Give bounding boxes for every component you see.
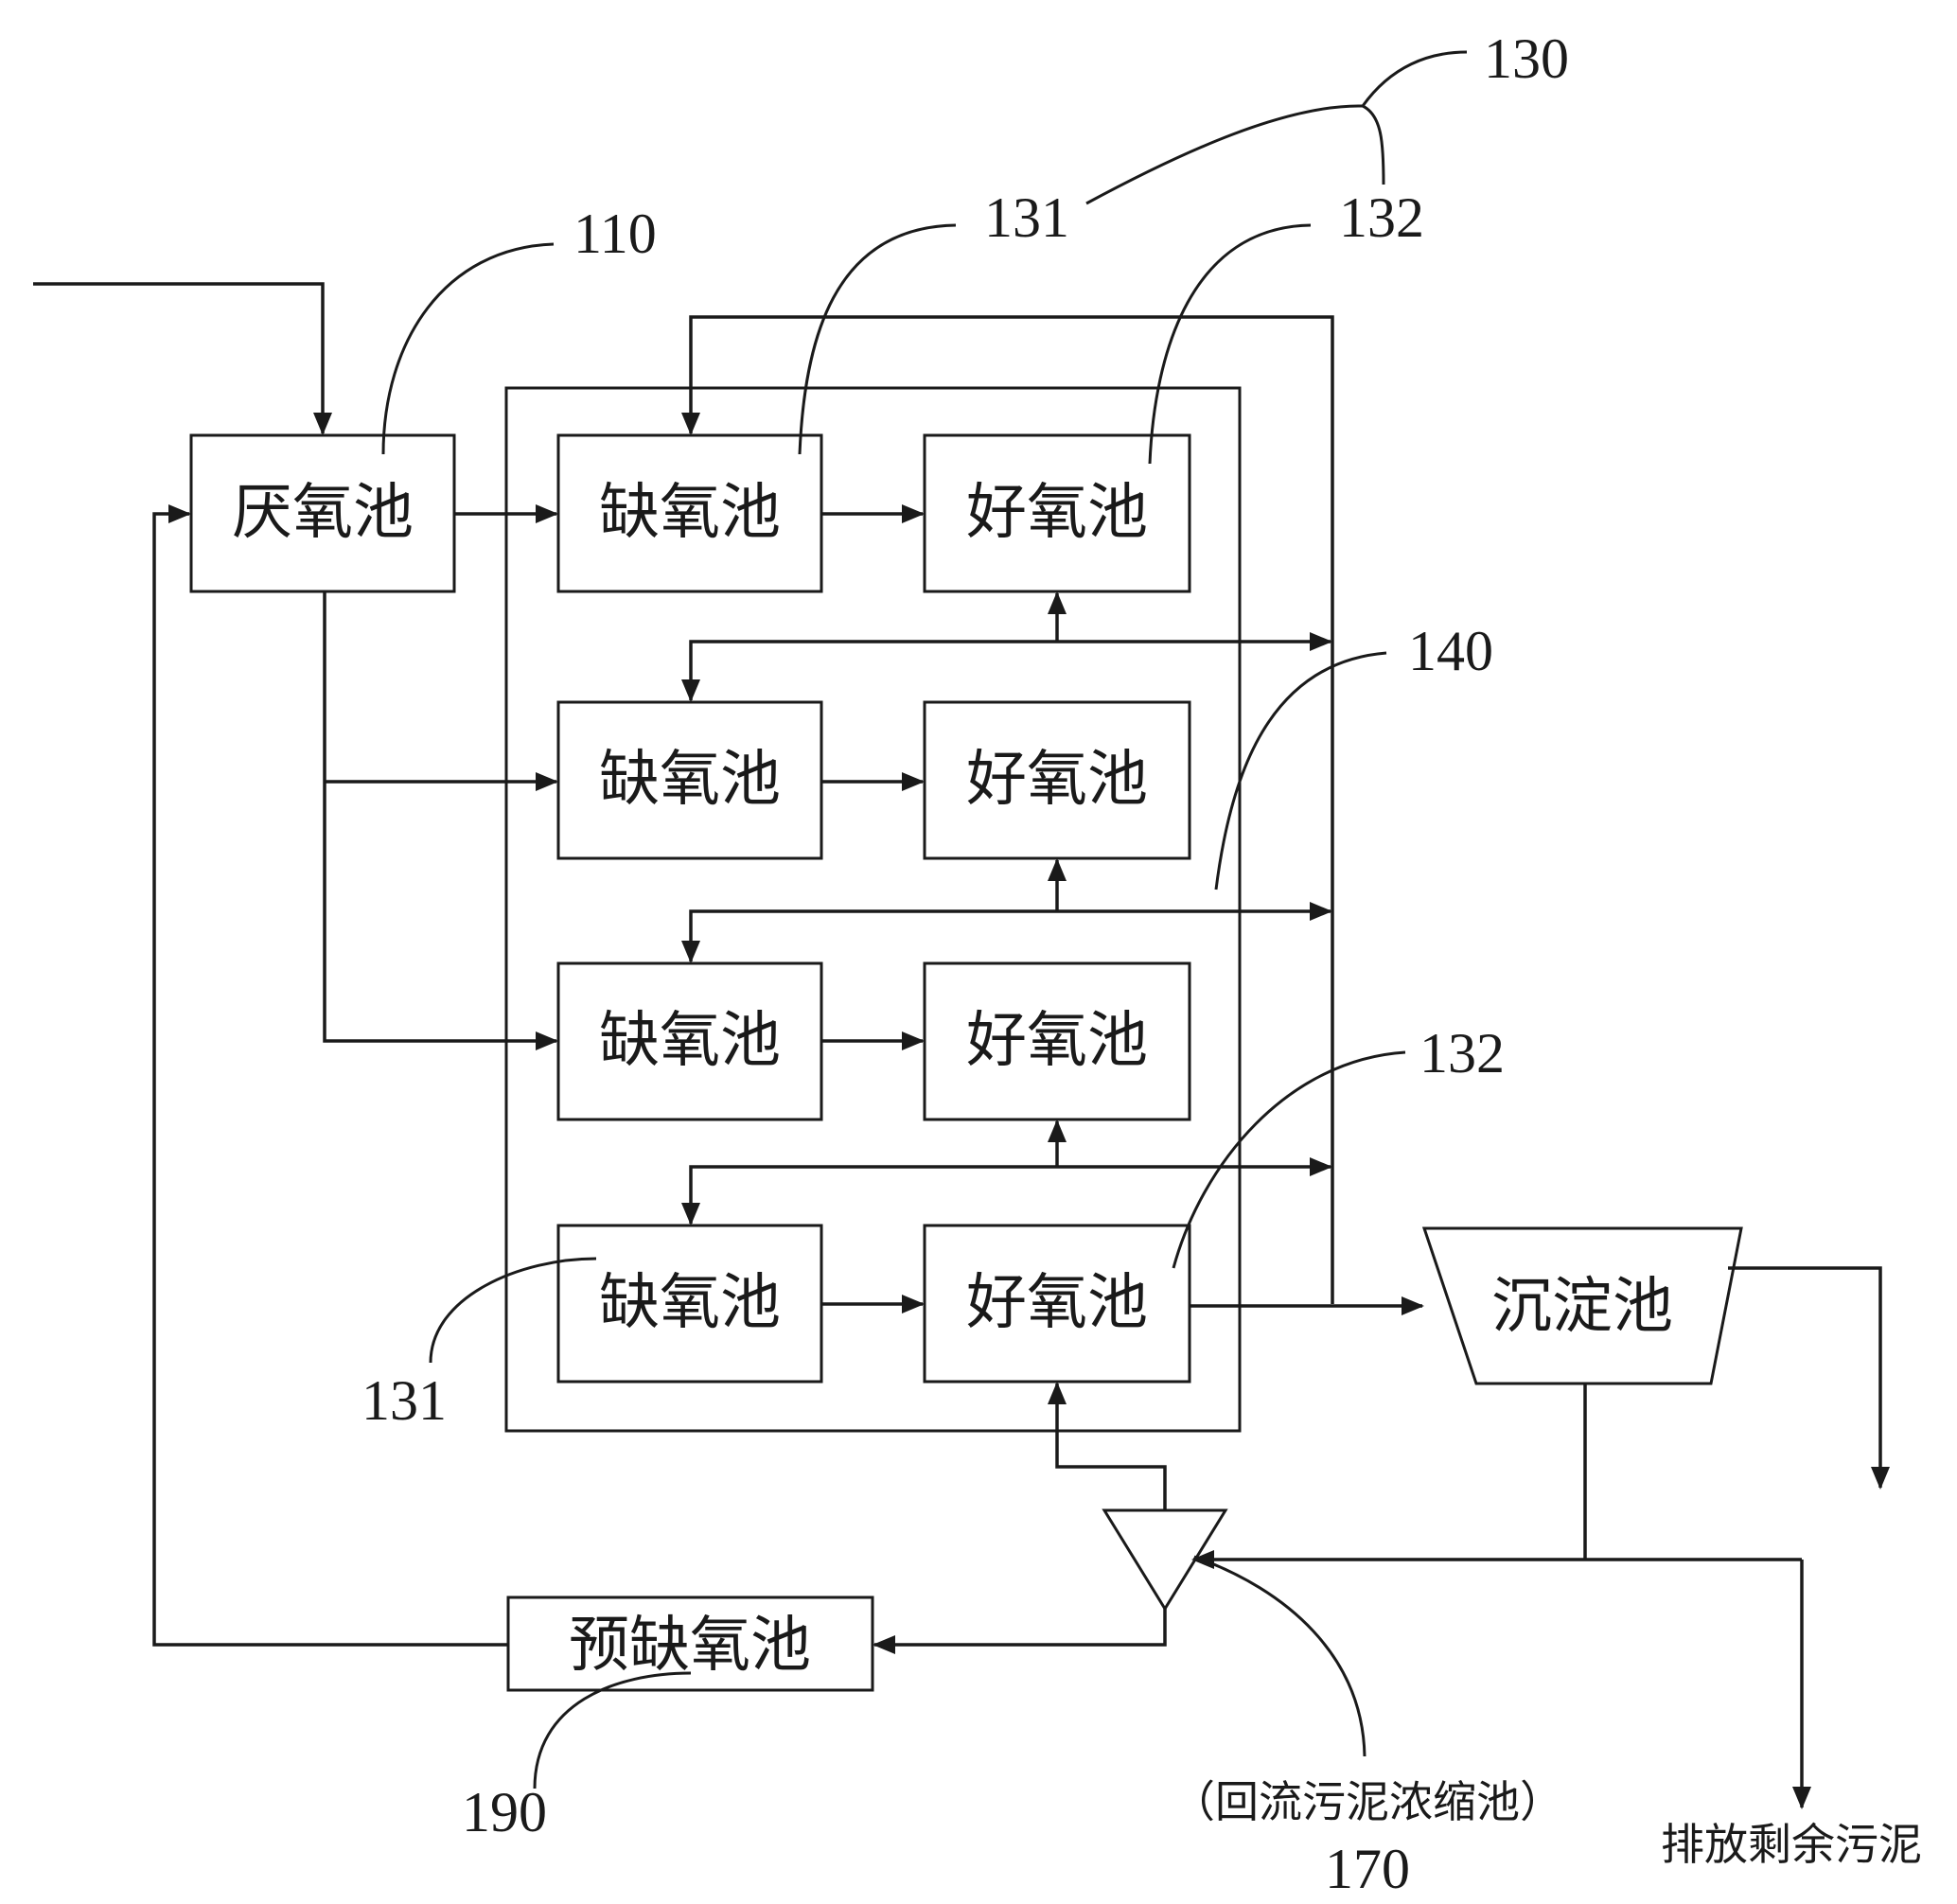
leader-131-top	[798, 223, 957, 455]
anaerobic-tank-label: 厌氧池	[232, 478, 414, 548]
leader-110	[381, 242, 555, 455]
anoxic-tank-label: 缺氧池	[599, 745, 781, 815]
ref-190: 190	[462, 1781, 547, 1843]
settling-outflow	[1728, 1266, 1890, 1490]
ref-170: 170	[1325, 1838, 1410, 1900]
pre-anoxic-return	[152, 504, 508, 1647]
leader-130	[1085, 50, 1468, 205]
anoxic-tank-4: 缺氧池	[556, 1224, 823, 1384]
anoxic-tank-label: 缺氧池	[599, 1268, 781, 1338]
anoxic-tank-2: 缺氧池	[556, 700, 823, 860]
leader-170	[1193, 1555, 1366, 1757]
leader-140	[1214, 651, 1387, 890]
leader-132-top	[1148, 223, 1312, 465]
ref-140: 140	[1408, 620, 1493, 682]
leader-131-bottom	[429, 1257, 597, 1364]
thickener-note: （回流污泥浓缩池）	[1172, 1776, 1563, 1827]
aerobic-tank-label: 好氧池	[966, 1006, 1148, 1076]
aerobic-tank-2: 好氧池	[923, 700, 1191, 860]
waste-sludge-note: 排放剩余污泥	[1661, 1819, 1922, 1870]
anoxic-tank-label: 缺氧池	[599, 478, 781, 548]
ref-131-bottom: 131	[361, 1369, 447, 1432]
ref-131-top: 131	[984, 186, 1069, 249]
pre-anoxic-tank: 预缺氧池	[506, 1595, 874, 1692]
anoxic-tank-label: 缺氧池	[599, 1006, 781, 1076]
distribution-row-3	[681, 1157, 1332, 1225]
ref-110: 110	[573, 203, 657, 265]
thickener-to-aerobic-4	[1048, 1382, 1167, 1510]
thickener-to-pre-anoxic	[873, 1609, 1167, 1654]
leader-190	[533, 1671, 692, 1789]
distribution-row-1	[681, 632, 1332, 702]
aerobic-tank-label: 好氧池	[966, 745, 1148, 815]
anoxic-tank-1: 缺氧池	[556, 433, 823, 593]
recycle-collector	[681, 315, 1334, 1304]
leader-132-bottom	[1172, 1050, 1406, 1269]
anoxic-tank-3: 缺氧池	[556, 961, 823, 1121]
ref-132-top: 132	[1339, 186, 1424, 249]
ref-130: 130	[1484, 27, 1569, 90]
aerobic-tank-4: 好氧池	[923, 1224, 1191, 1384]
aerobic-tank-label: 好氧池	[966, 1268, 1148, 1338]
anaerobic-tank: 厌氧池	[189, 433, 456, 593]
split-line	[323, 591, 558, 1050]
settling-tank: 沉淀池	[1421, 1226, 1743, 1385]
aerobic-tank-1: 好氧池	[923, 433, 1191, 593]
aerobic-tank-label: 好氧池	[966, 478, 1148, 548]
settling-tank-label: 沉淀池	[1491, 1272, 1673, 1342]
ref-132-bottom: 132	[1419, 1022, 1505, 1084]
aerobic-tank-3: 好氧池	[923, 961, 1191, 1121]
influent-line	[33, 282, 332, 435]
pre-anoxic-tank-label: 预缺氧池	[569, 1611, 811, 1681]
distribution-row-2	[681, 902, 1332, 963]
